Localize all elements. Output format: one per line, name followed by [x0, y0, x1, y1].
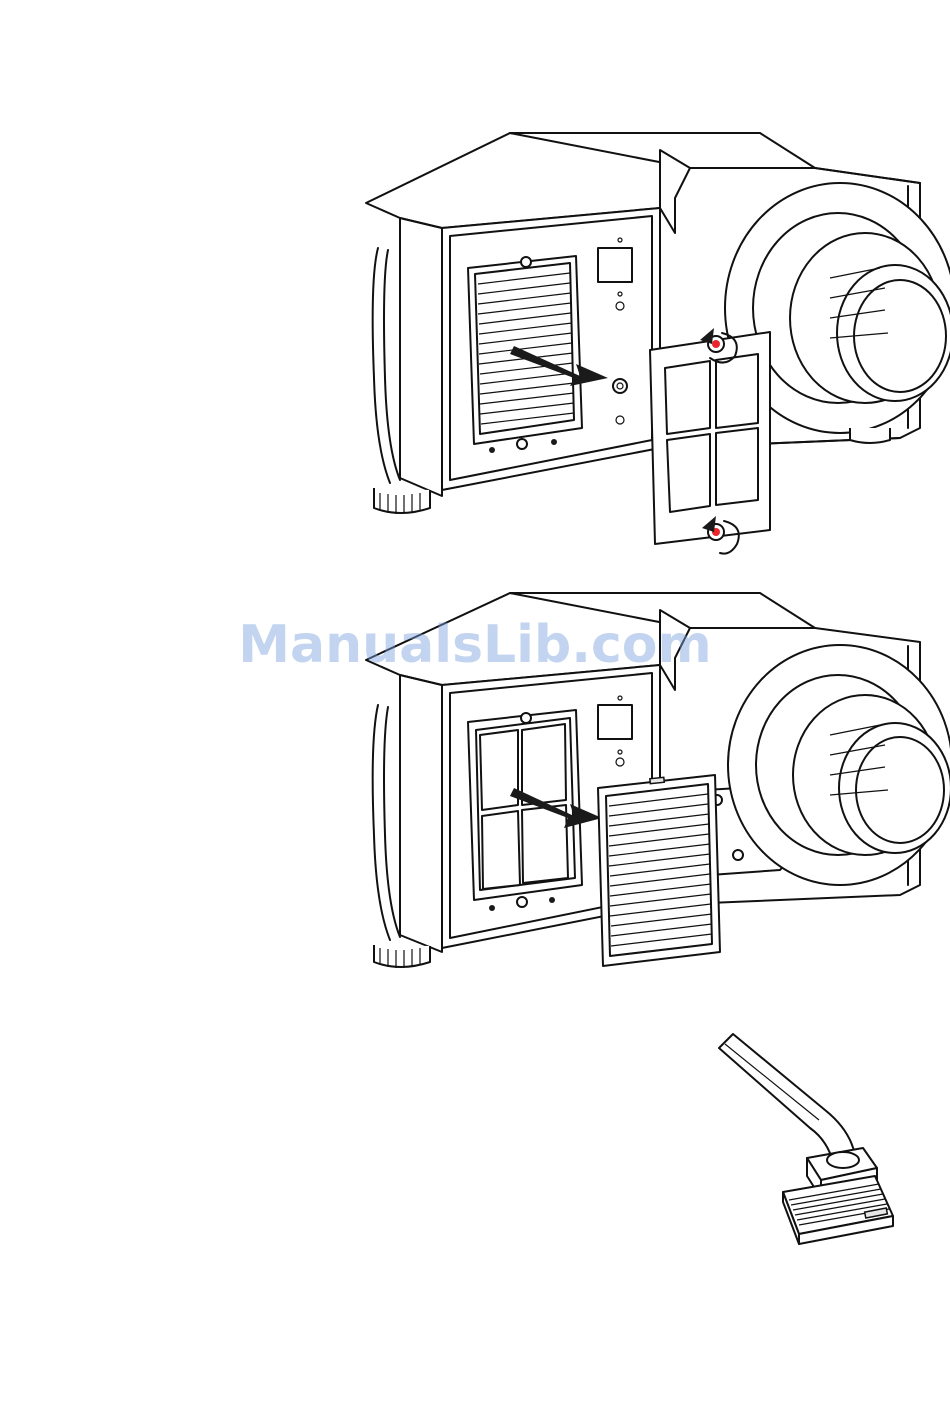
screw-marker-icon	[712, 340, 720, 348]
projector-remove-cover-illustration	[360, 128, 950, 558]
vacuum-clean-filter-illustration	[715, 1030, 950, 1255]
projector-remove-filter-illustration	[360, 590, 950, 975]
